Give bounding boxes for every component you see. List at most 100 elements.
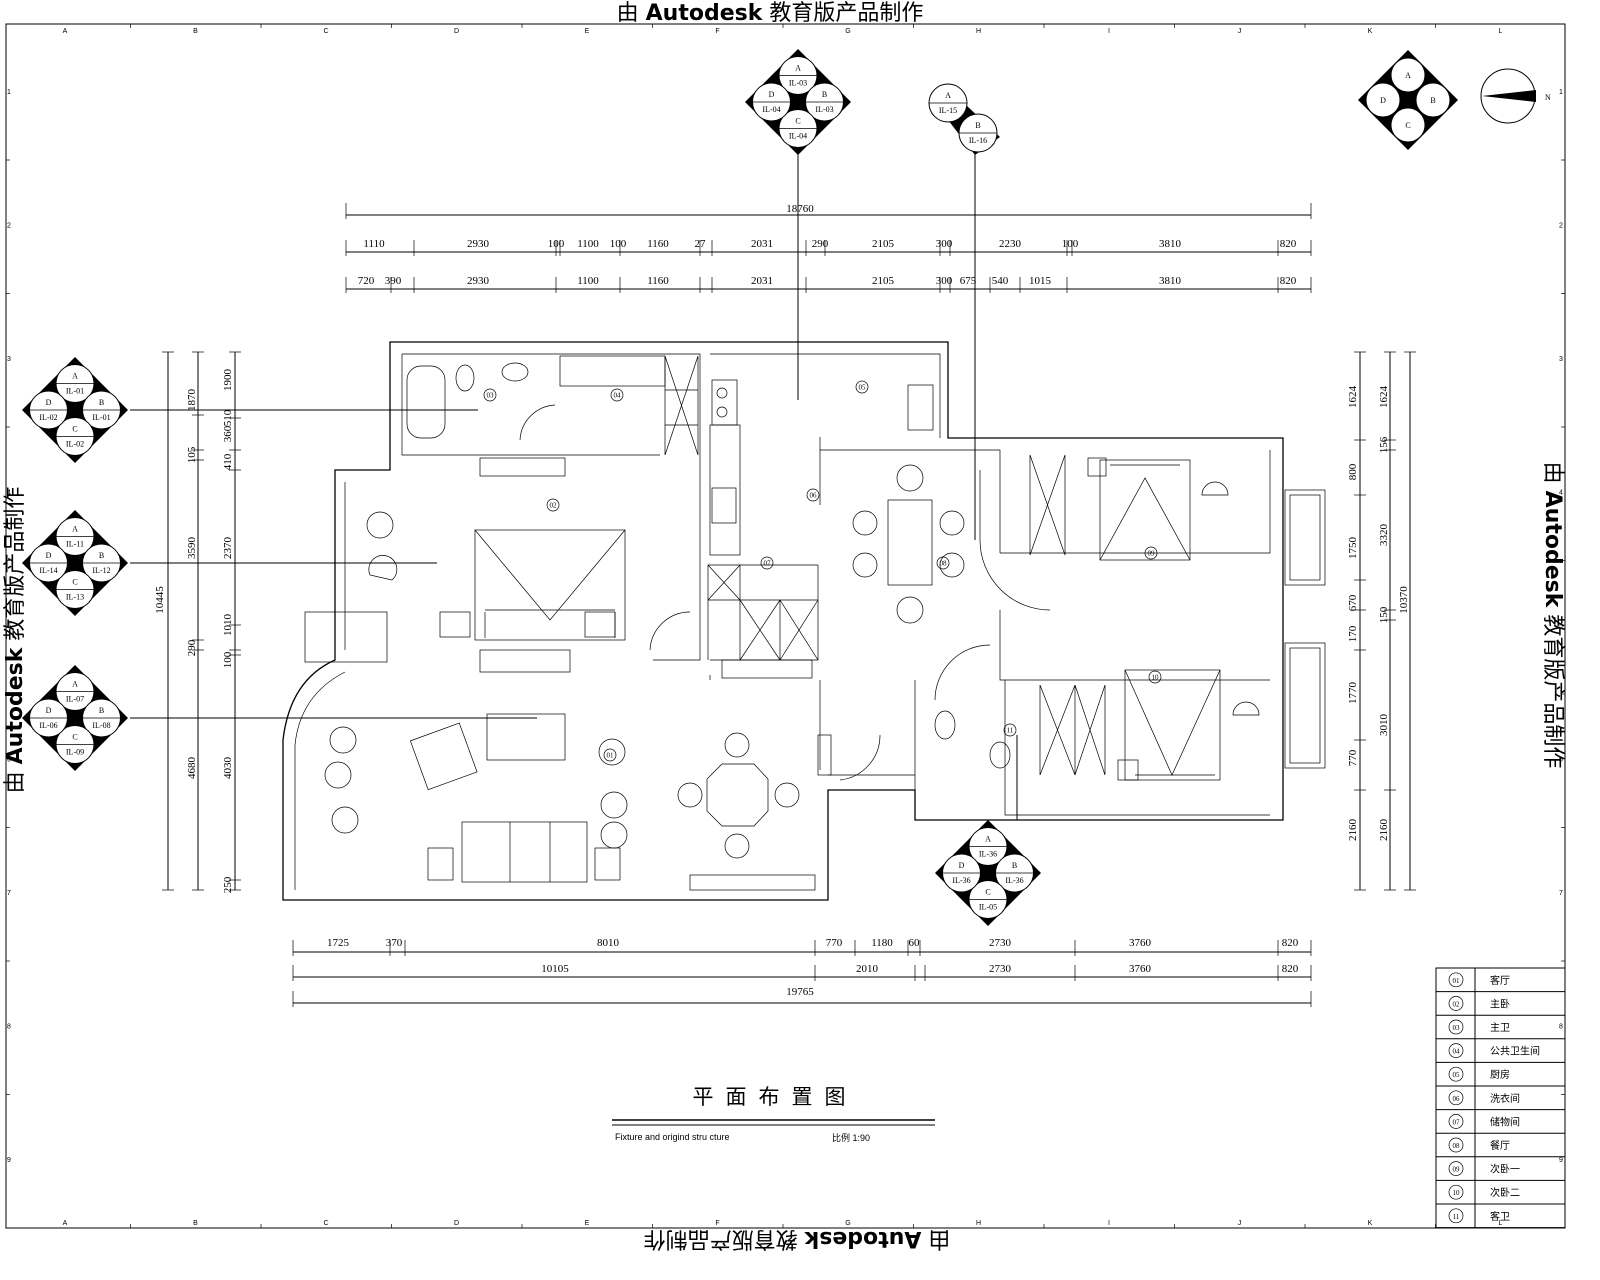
room-marker: 09 — [1144, 546, 1158, 560]
armchair — [409, 722, 478, 791]
watermark-suffix: 教育版产品制作 — [644, 1226, 805, 1251]
grid-row-label: 8 — [7, 1024, 11, 1031]
room-marker-circle — [546, 498, 560, 512]
watermark-left: 由 Autodesk 教育版产品制作 — [3, 487, 28, 794]
index-sheet-ref: IL-15 — [939, 106, 957, 115]
watermark-right: 由 Autodesk 教育版产品制作 — [1540, 462, 1565, 769]
index-letter: C — [1405, 121, 1410, 130]
drawing-scale: 比例 1:90 — [832, 1132, 870, 1143]
legend-room-name: 客厅 — [1490, 974, 1510, 987]
dimension-label: 1624 — [1347, 386, 1359, 409]
legend-room-name: 次卧一 — [1490, 1163, 1520, 1176]
index-letter: A — [72, 525, 78, 534]
dimension-label: 820 — [1282, 937, 1299, 949]
furniture — [324, 355, 1260, 891]
watermark-bottom: 由 Autodesk 教育版产品制作 — [644, 1226, 951, 1251]
watermark-prefix: 由 — [617, 1, 646, 26]
room-marker: 05 — [855, 380, 869, 394]
grid-row-label: 4 — [1559, 490, 1563, 497]
legend-number-circle — [1448, 1184, 1464, 1200]
dimension-label: 100 — [222, 651, 234, 668]
room-marker-label: 01 — [607, 752, 615, 760]
dimension-label: 10370 — [1398, 586, 1410, 614]
index-letter: B — [99, 398, 104, 407]
index-letter: C — [72, 425, 77, 434]
dimension-label: 2160 — [1347, 819, 1359, 842]
index-sheet-ref: IL-06 — [39, 721, 57, 730]
index-letter: B — [822, 90, 827, 99]
room-marker: 11 — [1003, 723, 1017, 737]
legend-number-circle — [1448, 972, 1464, 988]
grid-row-label: 9 — [1559, 1157, 1563, 1164]
legend-room-number: 06 — [1453, 1095, 1461, 1103]
grid-column-label: A — [63, 1220, 68, 1227]
grid-row-label: 7 — [1559, 890, 1563, 897]
grid-column-label: B — [193, 28, 198, 35]
legend-room-name: 公共卫生间 — [1490, 1045, 1540, 1058]
grid-column-label: H — [976, 1220, 981, 1227]
room-marker-circle — [603, 748, 617, 762]
dimension-label: 410 — [222, 453, 234, 470]
grid-column-label: C — [323, 28, 328, 35]
dimension-label: 1770 — [1347, 682, 1359, 705]
dimension-label: 100 — [610, 238, 627, 250]
bathtub — [406, 365, 446, 439]
watermark-brand: Autodesk — [646, 1, 764, 26]
drawing-subtitle: Fixture and origind stru cture — [615, 1132, 730, 1142]
legend-room-name: 客卫 — [1490, 1210, 1510, 1223]
grid-column-label: J — [1238, 28, 1242, 35]
grid-row-label: 2 — [1559, 223, 1563, 230]
dimension-label: 1750 — [1347, 537, 1359, 560]
watermark-suffix: 教育版产品制作 — [1540, 607, 1565, 768]
legend-number-circle — [1448, 1066, 1464, 1082]
tv-cabinet-master — [479, 457, 566, 477]
index-letter: D — [46, 551, 52, 560]
watermark-suffix: 教育版产品制作 — [3, 487, 28, 648]
dimension-label: 510 — [222, 409, 234, 426]
index-sheet-ref: IL-11 — [66, 540, 84, 549]
room-marker: 01 — [603, 748, 617, 762]
room-marker-circle — [855, 380, 869, 394]
dimension-label: 60 — [909, 937, 921, 949]
dimension-label: 3010 — [1378, 714, 1390, 737]
legend-number-circle — [1448, 1043, 1464, 1058]
index-sheet-ref: IL-01 — [92, 413, 110, 422]
drawing-title: 平面布置图 — [693, 1085, 858, 1109]
dimension-label: 10445 — [154, 586, 166, 614]
index-sheet-ref: IL-08 — [92, 721, 110, 730]
title-block: 平面布置图 Fixture and origind stru cture 比例 … — [612, 1085, 935, 1143]
dimension-label: 2105 — [872, 238, 895, 250]
room-marker-label: 02 — [550, 502, 558, 510]
grid-column-label: F — [715, 1220, 719, 1227]
index-letter: A — [72, 372, 78, 381]
grid-column-label: D — [454, 28, 459, 35]
index-sheet-ref: IL-04 — [789, 132, 807, 141]
room-marker: 10 — [1148, 670, 1162, 684]
index-sheet-ref: IL-36 — [1005, 876, 1023, 885]
dimension-label: 2730 — [989, 963, 1012, 975]
dimension-label: 250 — [222, 876, 234, 893]
index-sheet-ref: IL-03 — [815, 105, 833, 114]
grid-row-label: 8 — [1559, 1024, 1563, 1031]
dimension-label: 3590 — [186, 537, 198, 560]
watermark-brand: Autodesk — [1540, 491, 1565, 609]
dimension-label: 1870 — [186, 389, 198, 412]
room-marker-circle — [1144, 546, 1158, 560]
index-sheet-ref: IL-12 — [92, 566, 110, 575]
room-marker-label: 04 — [614, 392, 622, 400]
dimension-label: 300 — [936, 238, 953, 250]
index-letter: B — [1430, 96, 1435, 105]
dimension-label: 390 — [385, 275, 402, 287]
index-sheet-ref: IL-05 — [979, 903, 997, 912]
dimension-label: 2105 — [872, 275, 895, 287]
index-sheet-ref: IL-04 — [762, 105, 780, 114]
room-marker-label: 09 — [1148, 550, 1156, 558]
master-bed — [474, 529, 626, 641]
grid-column-label: I — [1108, 28, 1110, 35]
legend-room-number: 04 — [1453, 1048, 1461, 1056]
grid-column-label: I — [1108, 1220, 1110, 1227]
dimension-label: 800 — [1347, 463, 1359, 480]
watermark-prefix: 由 — [1540, 462, 1565, 491]
